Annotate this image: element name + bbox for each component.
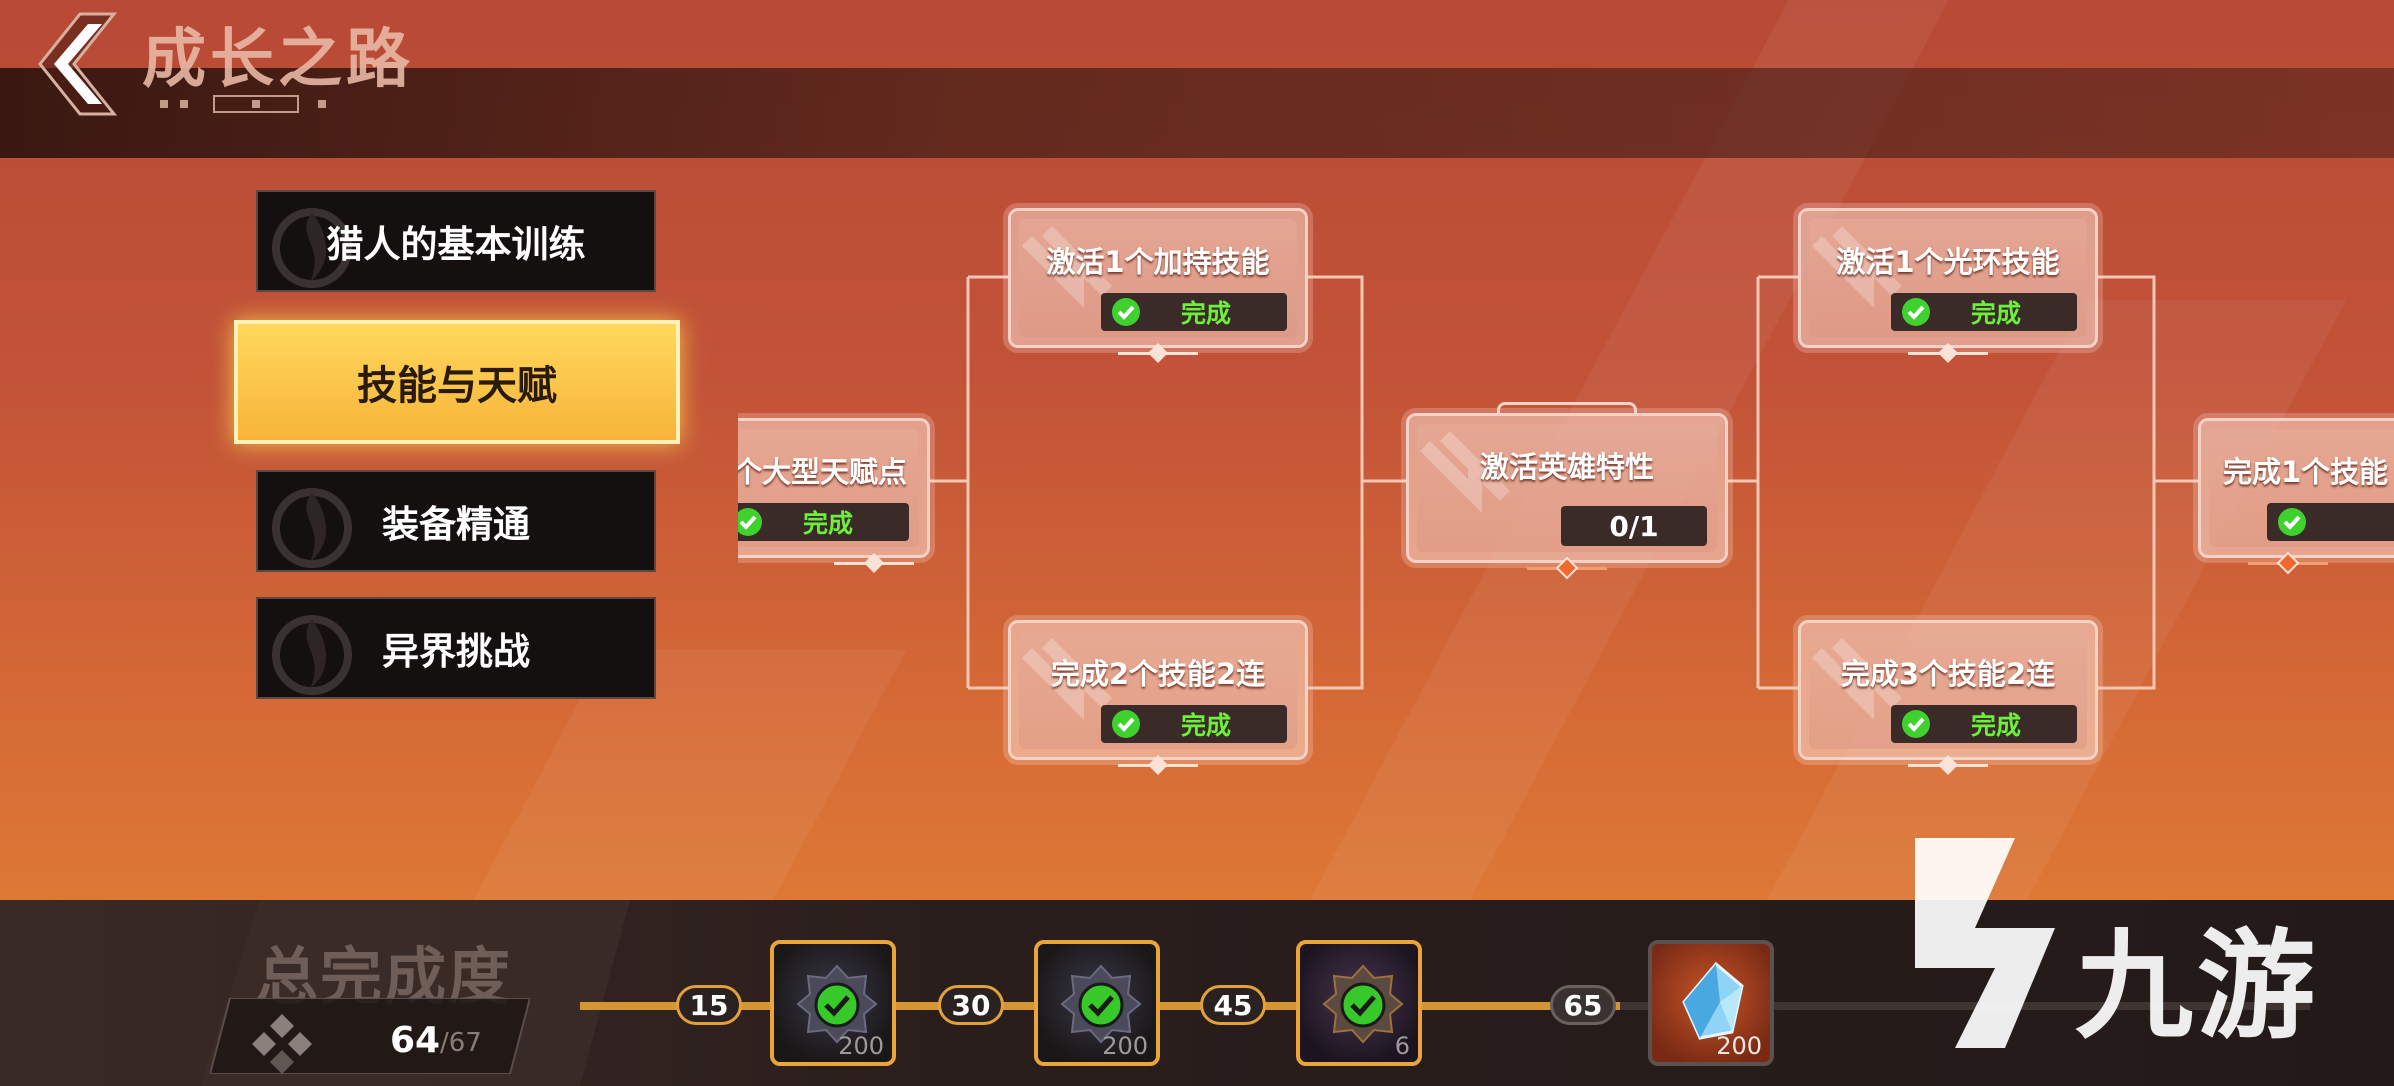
node-top-tab	[1497, 402, 1637, 416]
milestone-badge: 65	[1550, 985, 1616, 1025]
progress-counter: 0/1	[1561, 506, 1707, 546]
diamond-icon	[1938, 343, 1958, 363]
chevron-left-icon	[38, 12, 118, 116]
milestone-badge: 15	[676, 985, 742, 1025]
total-completion-value: 64	[390, 1020, 441, 1061]
menu-item-equipment-mastery[interactable]: 装备精通	[256, 470, 656, 572]
check-circle-icon	[1112, 710, 1140, 738]
status-label: 完成	[1971, 711, 2022, 740]
diamond-icon	[1555, 556, 1579, 580]
menu-item-otherworld-challenge[interactable]: 异界挑战	[256, 597, 656, 699]
milestone-reward[interactable]: 200	[770, 940, 896, 1066]
status-label: 完成	[803, 509, 854, 538]
diamond-icon	[864, 553, 884, 573]
reward-count: 200	[838, 1032, 884, 1060]
check-circle-icon	[1902, 298, 1930, 326]
tree-node-buff-skill[interactable]: 激活1个加持技能 完成	[1008, 208, 1308, 363]
status-complete: 完成	[1891, 705, 2077, 743]
status-complete	[2267, 503, 2394, 541]
check-circle-icon	[1902, 710, 1930, 738]
menu-item-basic-training[interactable]: 猎人的基本训练	[256, 190, 656, 292]
node-title: 个大型天赋点	[738, 455, 907, 489]
node-title: 完成3个技能2连	[1840, 657, 2056, 691]
tree-node-skill-combo-3[interactable]: 完成3个技能2连 完成	[1798, 620, 2098, 775]
total-box	[210, 998, 530, 1074]
flame-emblem-icon	[272, 208, 352, 288]
diamond-cluster-icon	[252, 1014, 312, 1074]
skill-tree: 个大型天赋点 完成 激活1个加持技能 完成 完成2个技能2连 完成	[738, 168, 2394, 808]
check-circle-icon	[2278, 508, 2306, 536]
node-title: 激活1个光环技能	[1836, 245, 2060, 279]
status-label: 完成	[1181, 711, 1232, 740]
total-completion-max: /67	[440, 1028, 482, 1058]
watermark-text: 九游	[2075, 917, 2320, 1055]
milestone-reward[interactable]: 6	[1296, 940, 1422, 1066]
tree-node-skill-combo-2[interactable]: 完成2个技能2连 完成	[1008, 620, 1308, 775]
flame-emblem-icon	[272, 615, 352, 695]
node-title: 激活1个加持技能	[1046, 245, 1270, 279]
tree-node-complete-skill[interactable]: 完成1个技能	[2198, 418, 2394, 575]
check-circle-icon	[738, 508, 762, 536]
flame-emblem-icon	[272, 488, 352, 568]
check-circle-icon	[1078, 982, 1124, 1028]
milestone-reward[interactable]: 200	[1034, 940, 1160, 1066]
page-title: 成长之路	[142, 23, 414, 97]
menu-item-skills-talents[interactable]: 技能与天赋	[234, 320, 680, 444]
menu-item-label: 异界挑战	[382, 630, 530, 673]
arrow-pattern-icon	[1420, 431, 1510, 513]
tree-node-aura-skill[interactable]: 激活1个光环技能 完成	[1798, 208, 2098, 363]
diamond-icon	[1148, 343, 1168, 363]
check-circle-icon	[1340, 982, 1386, 1028]
crystal-icon	[1682, 961, 1744, 1040]
arrow-pattern-icon	[1022, 226, 1112, 308]
back-button[interactable]	[28, 8, 120, 120]
milestone-badge: 45	[1200, 985, 1266, 1025]
reward-count: 6	[1394, 1032, 1410, 1060]
arrow-pattern-icon	[1812, 638, 1902, 720]
arrow-pattern-icon	[1022, 638, 1112, 720]
diamond-icon	[1148, 755, 1168, 775]
status-complete: 完成	[1101, 705, 1287, 743]
status-complete: 完成	[1101, 293, 1287, 331]
diamond-icon	[2276, 551, 2300, 575]
menu-item-label: 装备精通	[382, 503, 530, 546]
node-title: 激活英雄特性	[1479, 450, 1654, 484]
reward-count: 200	[1102, 1032, 1148, 1060]
tree-node-hero-trait[interactable]: 激活英雄特性 0/1	[1406, 402, 1728, 580]
diamond-icon	[1938, 755, 1958, 775]
node-title: 完成1个技能	[2223, 455, 2389, 489]
status-label: 完成	[1181, 299, 1232, 328]
title-decoration	[160, 95, 326, 113]
node-title: 完成2个技能2连	[1050, 657, 1266, 691]
check-circle-icon	[1112, 298, 1140, 326]
check-circle-icon	[814, 982, 860, 1028]
milestone-badge: 30	[938, 985, 1004, 1025]
arrow-pattern-icon	[1812, 226, 1902, 308]
progress-track-remaining	[1620, 1002, 2310, 1010]
status-complete: 完成	[1891, 293, 2077, 331]
menu-item-label: 猎人的基本训练	[326, 223, 586, 266]
milestone-reward[interactable]: 200	[1648, 940, 1774, 1066]
header-bar	[0, 68, 2394, 158]
reward-count: 200	[1716, 1032, 1762, 1060]
menu-item-label: 技能与天赋	[357, 363, 557, 409]
status-label: 完成	[1971, 299, 2022, 328]
watermark-logo-icon	[1915, 838, 2055, 1048]
status-complete: 完成	[738, 503, 909, 541]
tree-connectors	[930, 275, 2198, 690]
tree-node-talent-points[interactable]: 个大型天赋点 完成	[738, 418, 930, 573]
